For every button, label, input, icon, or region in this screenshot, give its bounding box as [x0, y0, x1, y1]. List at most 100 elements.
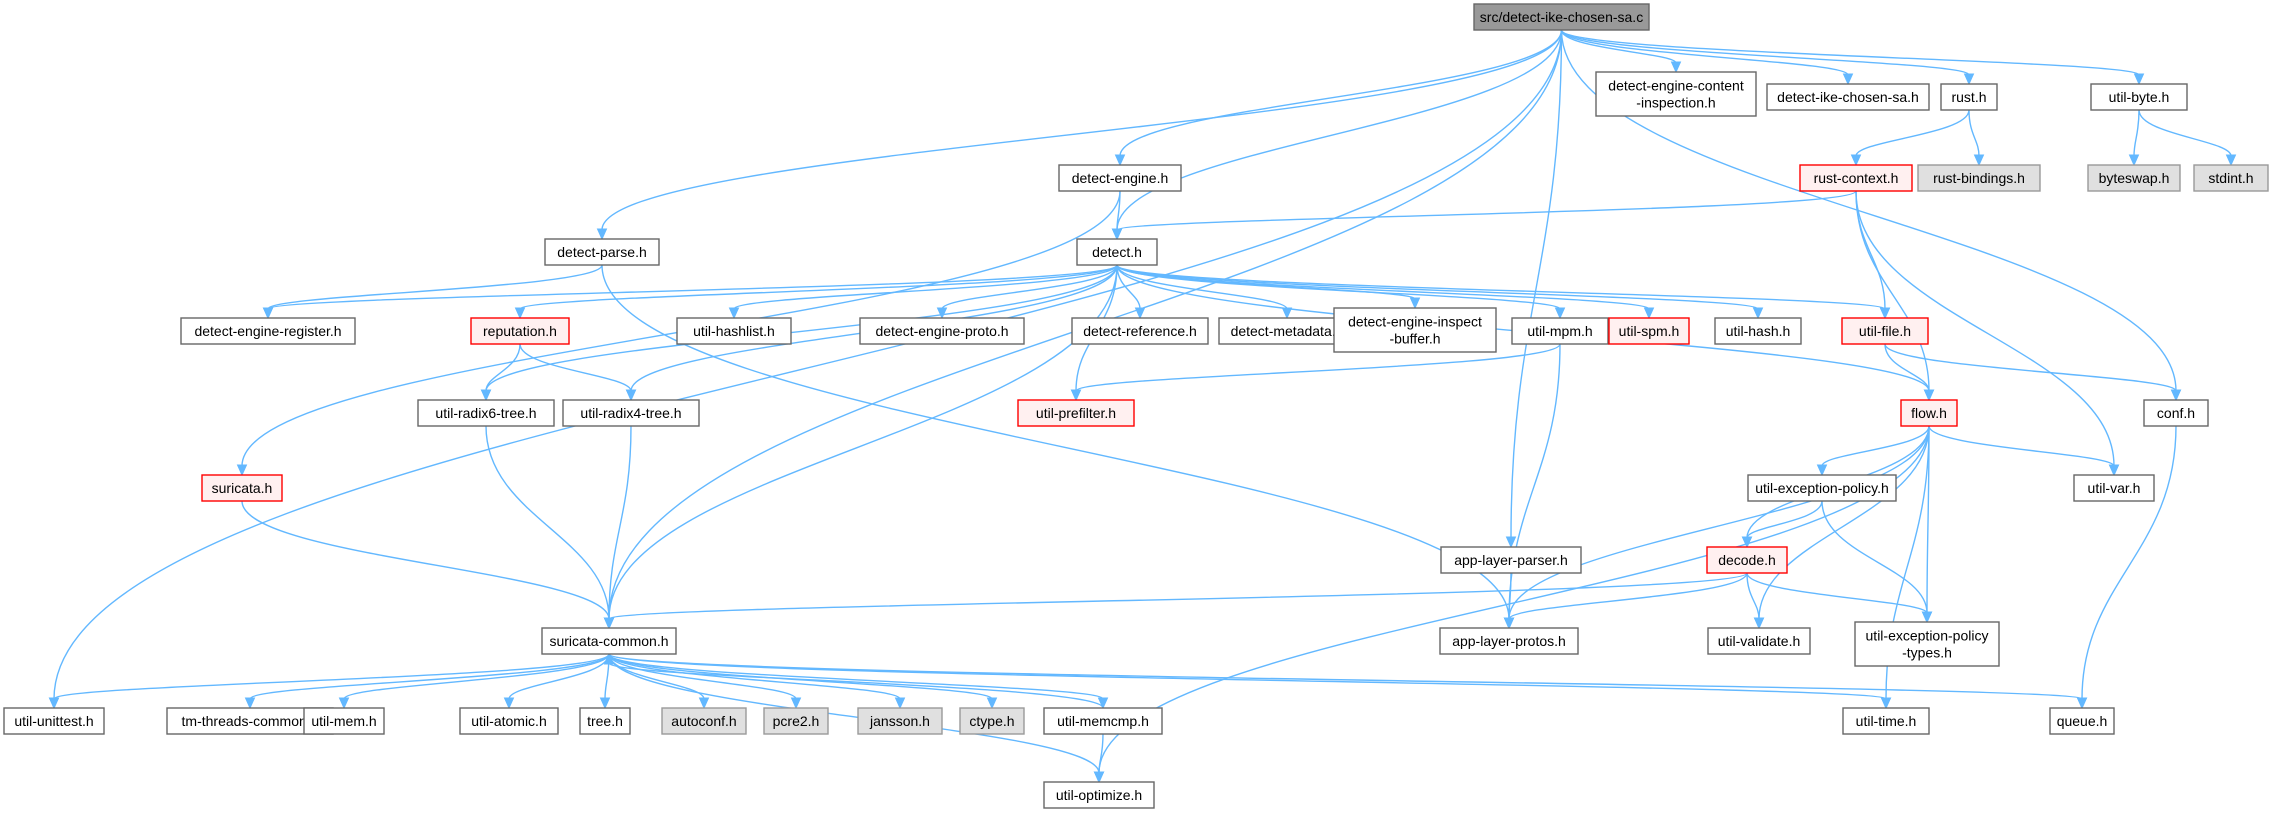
node-box: [1747, 474, 1897, 502]
node-util-file[interactable]: util-file.h: [1841, 317, 1929, 345]
edge-detect-to-reputation: [514, 264, 1118, 320]
node-util-hash[interactable]: util-hash.h: [1714, 317, 1802, 345]
edge-decode-to-app-layer-protos: [1503, 572, 1748, 630]
node-util-mem[interactable]: util-mem.h: [303, 707, 385, 735]
node-label: util-hash.h: [1726, 323, 1791, 339]
edge-reputation-to-util-radix4-tree: [519, 343, 637, 402]
node-box: [763, 707, 829, 735]
node-detect-engine-inspect-buffer[interactable]: detect-engine-inspect-buffer.h: [1333, 307, 1497, 353]
edge-suricata-common-to-util-unittest: [48, 653, 610, 710]
node-util-atomic[interactable]: util-atomic.h: [459, 707, 559, 735]
node-util-optimize[interactable]: util-optimize.h: [1043, 781, 1155, 809]
node-suricata-common[interactable]: suricata-common.h: [541, 627, 677, 655]
node-tree[interactable]: tree.h: [579, 707, 631, 735]
node-detect-ike-chosen-sa[interactable]: detect-ike-chosen-sa.h: [1766, 83, 1930, 111]
node-util-unittest[interactable]: util-unittest.h: [3, 707, 105, 735]
edge-root-to-detect-ike-chosen-sa: [1560, 29, 1854, 86]
node-util-spm[interactable]: util-spm.h: [1608, 317, 1690, 345]
node-label: rust-context.h: [1814, 170, 1899, 186]
node-box: [1058, 164, 1182, 192]
node-box: [1333, 307, 1497, 353]
node-root[interactable]: src/detect-ike-chosen-sa.c: [1473, 3, 1650, 31]
node-suricata[interactable]: suricata.h: [201, 474, 283, 502]
node-box: [1706, 546, 1788, 574]
node-conf[interactable]: conf.h: [2143, 399, 2209, 427]
node-rust-bindings[interactable]: rust-bindings.h: [1917, 164, 2041, 192]
edge-suricata-to-suricata-common: [241, 500, 615, 630]
edge-util-exception-policy-to-decode: [1741, 500, 1823, 549]
node-box: [459, 707, 559, 735]
node-label: util-var.h: [2088, 480, 2141, 496]
node-util-exception-policy-types[interactable]: util-exception-policy-types.h: [1854, 621, 2000, 667]
edge-root-to-app-layer-parser: [1505, 29, 1563, 549]
node-box: [541, 627, 677, 655]
node-label: util-validate.h: [1718, 633, 1801, 649]
node-label: util-mpm.h: [1527, 323, 1592, 339]
node-detect-engine-content-inspection[interactable]: detect-engine-content-inspection.h: [1595, 71, 1757, 117]
node-util-memcmp[interactable]: util-memcmp.h: [1043, 707, 1163, 735]
node-util-time[interactable]: util-time.h: [1842, 707, 1930, 735]
node-jansson[interactable]: jansson.h: [857, 707, 943, 735]
node-util-var[interactable]: util-var.h: [2073, 474, 2155, 502]
node-detect-parse[interactable]: detect-parse.h: [544, 238, 660, 266]
node-ctype[interactable]: ctype.h: [959, 707, 1025, 735]
node-pcre2[interactable]: pcre2.h: [763, 707, 829, 735]
edge-util-radix4-tree-to-suricata-common: [603, 425, 632, 630]
node-util-validate[interactable]: util-validate.h: [1707, 627, 1811, 655]
node-detect-engine-register[interactable]: detect-engine-register.h: [180, 317, 356, 345]
edge-suricata-common-to-util-mem: [338, 653, 610, 710]
node-label: detect-engine-proto.h: [875, 323, 1008, 339]
node-util-hashlist[interactable]: util-hashlist.h: [676, 317, 792, 345]
node-rust[interactable]: rust.h: [1940, 83, 1998, 111]
node-detect-reference[interactable]: detect-reference.h: [1071, 317, 1209, 345]
node-util-prefilter[interactable]: util-prefilter.h: [1017, 399, 1135, 427]
node-box: [2073, 474, 2155, 502]
edge-detect-to-util-hashlist: [728, 264, 1118, 320]
node-app-layer-parser[interactable]: app-layer-parser.h: [1440, 546, 1582, 574]
node-stdint[interactable]: stdint.h: [2193, 164, 2269, 192]
node-decode[interactable]: decode.h: [1706, 546, 1788, 574]
node-detect-metadata[interactable]: detect-metadata.h: [1218, 317, 1356, 345]
node-label: detect-engine.h: [1072, 170, 1169, 186]
node-util-radix6-tree[interactable]: util-radix6-tree.h: [417, 399, 555, 427]
node-queue[interactable]: queue.h: [2049, 707, 2115, 735]
node-app-layer-protos[interactable]: app-layer-protos.h: [1439, 627, 1579, 655]
node-util-mpm[interactable]: util-mpm.h: [1511, 317, 1609, 345]
edge-util-radix6-tree-to-suricata-common: [485, 425, 615, 630]
node-box: [1917, 164, 2041, 192]
node-rust-context[interactable]: rust-context.h: [1799, 164, 1913, 192]
edge-suricata-common-to-util-time: [608, 653, 1892, 710]
node-tm-threads-common[interactable]: tm-threads-common.h: [166, 707, 334, 735]
node-reputation[interactable]: reputation.h: [470, 317, 570, 345]
edge-util-file-to-conf: [1884, 343, 2182, 402]
node-label: byteswap.h: [2099, 170, 2170, 186]
edge-detect-engine-to-detect: [1111, 190, 1123, 241]
node-label: util-exception-policy.h: [1755, 480, 1889, 496]
node-util-byte[interactable]: util-byte.h: [2090, 83, 2188, 111]
edge-root-to-util-byte: [1560, 29, 2145, 86]
node-detect-engine-proto[interactable]: detect-engine-proto.h: [859, 317, 1025, 345]
edge-decode-to-util-exception-policy-types: [1746, 572, 1933, 624]
edge-util-exception-policy-to-util-exception-policy-types: [1821, 500, 1933, 624]
node-byteswap[interactable]: byteswap.h: [2087, 164, 2181, 192]
node-label: jansson.h: [869, 713, 930, 729]
node-util-radix4-tree[interactable]: util-radix4-tree.h: [562, 399, 700, 427]
node-autoconf[interactable]: autoconf.h: [661, 707, 747, 735]
node-detect[interactable]: detect.h: [1076, 238, 1158, 266]
node-label: tm-threads-common.h: [182, 713, 319, 729]
node-detect-engine[interactable]: detect-engine.h: [1058, 164, 1182, 192]
edge-util-file-to-flow: [1884, 343, 1935, 402]
node-label: app-layer-protos.h: [1452, 633, 1566, 649]
node-label: queue.h: [2057, 713, 2108, 729]
node-box: [1043, 781, 1155, 809]
node-flow[interactable]: flow.h: [1900, 399, 1958, 427]
edge-suricata-common-to-pcre2: [608, 653, 802, 710]
node-box: [1218, 317, 1356, 345]
edge-root-to-rust: [1560, 29, 1975, 86]
node-util-exception-policy[interactable]: util-exception-policy.h: [1747, 474, 1897, 502]
edge-flow-to-app-layer-protos: [1503, 425, 1930, 630]
node-label: detect-ike-chosen-sa.h: [1777, 89, 1919, 105]
edge-root-to-detect-parse: [596, 29, 1563, 241]
node-box: [1076, 238, 1158, 266]
edge-util-mpm-to-util-prefilter: [1070, 343, 1561, 402]
